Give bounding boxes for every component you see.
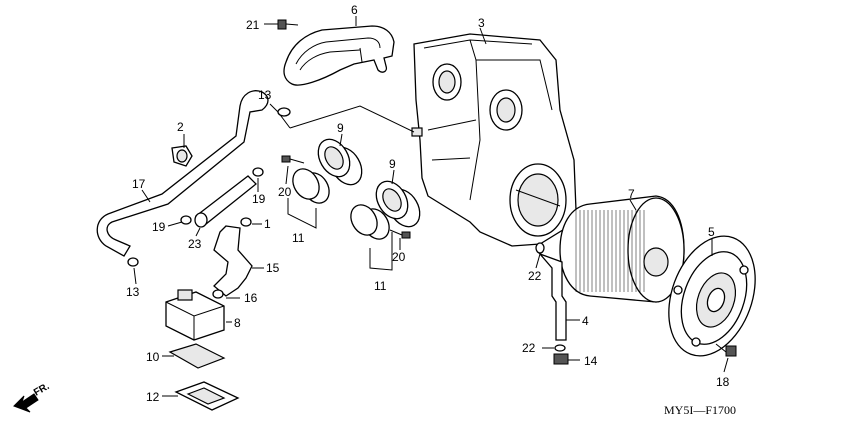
drawing-code: MY5I—F1700 [664,403,736,417]
part-20-screw-upper [281,155,305,164]
callout-20-lower: 20 [392,250,406,264]
part-4-drain-tube [537,252,567,341]
callout-13-lower: 13 [126,285,140,299]
callout-4: 4 [582,314,589,328]
callout-10: 10 [146,350,160,364]
callout-11-upper: 11 [292,231,305,245]
callout-22-lower: 22 [522,341,536,355]
part-11-band-lower [350,204,390,240]
part-9-funnel-lower [375,180,421,228]
part-15-hose [213,225,253,297]
callout-5: 7 [628,187,635,201]
part-17-hose [96,90,269,257]
part-18-bolt [715,343,737,357]
callout-16: 16 [244,291,258,305]
part-19-clamp-left [180,215,192,225]
callout-20-upper: 20 [278,185,292,199]
part-11-band-upper [292,168,330,204]
part-7-cover [283,25,395,86]
callout-3: 3 [478,16,485,30]
part-1-clamp [240,217,252,227]
callout-13-upper: 13 [258,88,272,102]
part-5-filter-element [559,195,685,303]
part-3-air-cleaner-case [411,33,577,247]
callout-11-lower: 11 [374,279,387,293]
callout-19-left: 19 [152,220,166,234]
callout-23: 23 [188,237,202,251]
callout-15: 15 [266,261,280,275]
part-20-screw-lower [389,229,411,239]
part-2-clip [171,145,193,167]
callout-21: 21 [246,18,260,32]
part-10-pad [168,343,226,369]
callout-labels: 6 21 3 2 13 17 13 19 23 19 1 15 16 8 10 … [126,3,730,404]
leader-13-to-case [289,105,415,133]
part-13-clamp-upper [277,107,291,117]
direction-label: FR. [32,381,52,399]
callout-19-right: 19 [252,192,266,206]
callout-8: 8 [234,316,241,330]
callout-7: 6 [351,3,358,17]
part-21-bolt [277,19,299,30]
callout-14: 14 [584,354,598,368]
callout-22-upper: 22 [528,269,542,283]
callout-9-lower: 9 [389,157,396,171]
callout-12: 12 [146,390,160,404]
part-23-tube [194,175,257,228]
part-22-clamp-upper [535,242,545,254]
callout-2: 2 [177,120,184,134]
callout-18: 18 [716,375,730,389]
part-8-box [165,289,225,341]
callout-9-upper: 9 [337,121,344,135]
part-14-plug [553,353,569,365]
part-9-funnel-upper [317,138,363,186]
part-6-cover [668,235,756,357]
fr-arrow-icon [13,393,39,413]
callout-17: 17 [132,177,146,191]
part-16-clamp [212,289,224,299]
part-22-clamp-lower [554,344,566,352]
callout-6: 5 [708,225,715,239]
callout-1: 1 [264,217,271,231]
direction-indicator: FR. [13,381,52,413]
leader-lines [133,16,729,397]
part-19-clamp-right [252,167,264,177]
part-12-holder [174,381,240,411]
part-13-clamp-lower [127,257,139,267]
